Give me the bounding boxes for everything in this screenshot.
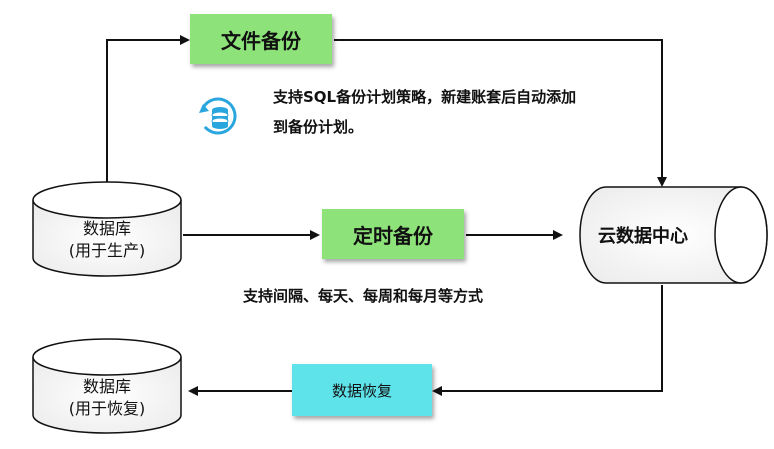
file-backup-note-line2: 到备份计划。: [273, 118, 364, 136]
db-recovery-subtitle: (用于恢复): [68, 399, 146, 418]
arrow-file-backup-to-cloud: [334, 39, 667, 187]
db-production-label: 数据库 (用于生产): [33, 218, 181, 262]
cloud-center-cylinder: [579, 186, 768, 284]
file-backup-label: 文件备份: [221, 28, 301, 53]
file-backup-note: 支持SQL备份计划策略，新建账套后自动添加 到备份计划。: [273, 82, 633, 142]
data-restore-box: 数据恢复: [292, 364, 432, 416]
file-backup-note-line1: 支持SQL备份计划策略，新建账套后自动添加: [273, 88, 577, 106]
arrow-cloud-to-restore: [432, 285, 663, 396]
db-recovery-cylinder: [32, 338, 182, 434]
cloud-center-label: 云数据中心: [598, 226, 688, 247]
data-restore-label: 数据恢复: [331, 381, 392, 400]
db-production-cylinder: [32, 181, 182, 277]
db-production-subtitle: (用于生产): [68, 241, 146, 260]
scheduled-backup-label: 定时备份: [353, 223, 433, 248]
database-sync-icon: [199, 97, 237, 135]
db-production-title: 数据库: [82, 219, 131, 238]
db-recovery-title: 数据库: [82, 377, 131, 396]
scheduled-backup-note: 支持间隔、每天、每周和每月等方式: [243, 287, 484, 305]
db-recovery-label: 数据库 (用于恢复): [33, 376, 181, 420]
arrow-db-to-file-backup: [106, 35, 190, 183]
scheduled-backup-box: 定时备份: [322, 209, 464, 259]
file-backup-box: 文件备份: [190, 14, 332, 64]
